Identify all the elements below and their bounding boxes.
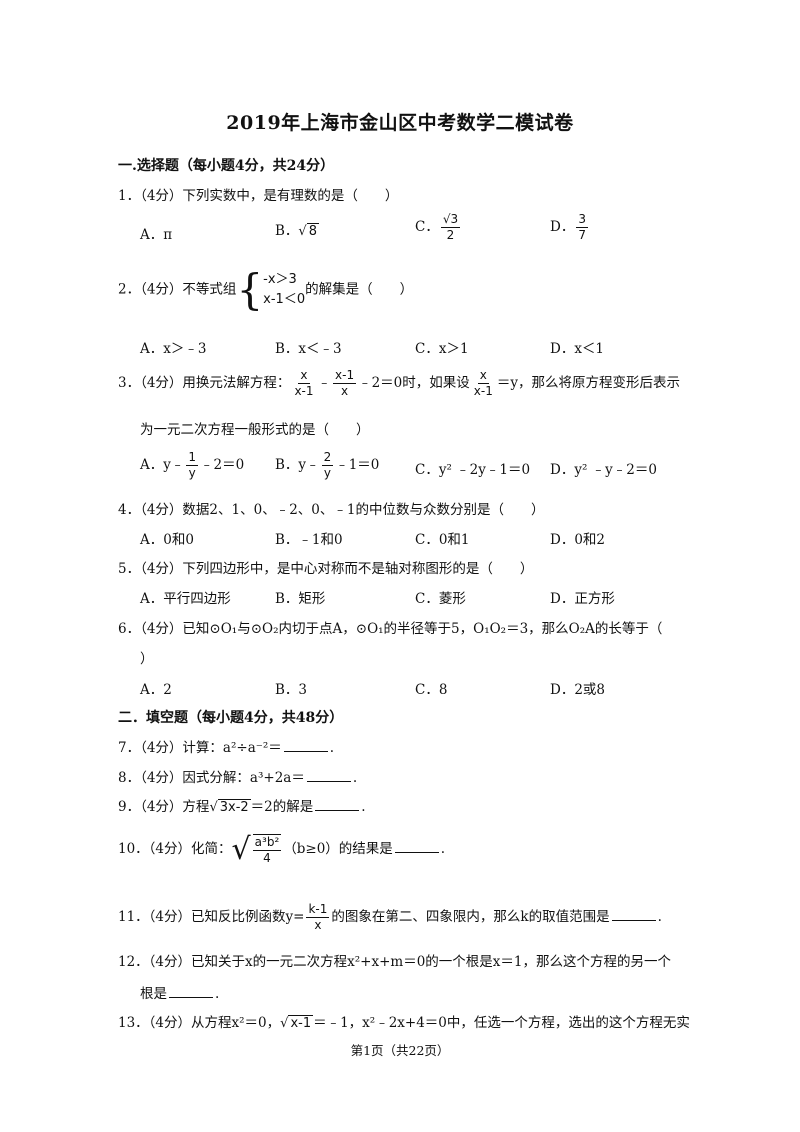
section-heading-fill: 二．填空题（每小题4分，共48分） xyxy=(118,710,344,726)
question-5-stem: 5．（4分）下列四边形中，是中心对称而不是轴对称图形的是（ ） xyxy=(118,561,534,577)
q5-option-c: C．菱形 xyxy=(415,591,466,607)
q5-option-b: B．矩形 xyxy=(275,591,326,607)
answer-blank xyxy=(611,908,656,921)
q3-option-d: D．y² ﹣y﹣2＝0 xyxy=(550,462,657,478)
q1-option-a: A．π xyxy=(140,227,173,243)
page-title: 2019年上海市金山区中考数学二模试卷 xyxy=(226,112,574,134)
q5-option-d: D．正方形 xyxy=(550,591,615,607)
q2-option-a: A．x＞﹣3 xyxy=(140,341,207,357)
question-6-stem: 6．（4分）已知⊙O₁与⊙O₂内切于点A，⊙O₁的半径等于5，O₁O₂＝3，那么… xyxy=(118,621,663,637)
q6-option-c: C．8 xyxy=(415,682,448,698)
q6-option-b: B．3 xyxy=(275,682,308,698)
question-6-line2: ） xyxy=(140,651,154,667)
q4-option-c: C．0和1 xyxy=(415,532,470,548)
q4-option-a: A．0和0 xyxy=(140,532,194,548)
question-12-line1: 12．（4分）已知关于x的一元二次方程x²+x+m＝0的一个根是x＝1，那么这个… xyxy=(118,954,671,970)
answer-blank xyxy=(315,798,360,811)
question-3-line2: 为一元二次方程一般形式的是（ ） xyxy=(140,422,370,438)
answer-blank xyxy=(283,739,328,752)
q2-option-c: C．x＞1 xyxy=(415,341,469,357)
question-7: 7．（4分）计算：a²÷a⁻²＝. xyxy=(118,739,335,756)
question-4-stem: 4．（4分）数据2、1、0、﹣2、0、﹣1的中位数与众数分别是（ ） xyxy=(118,502,545,518)
question-13: 13．（4分）从方程x²＝0，√x-1＝﹣1，x²﹣2x+4＝0中，任选一个方程… xyxy=(118,1015,690,1031)
question-12-line2: 根是. xyxy=(140,985,220,1002)
question-1-stem: 1．（4分）下列实数中，是有理数的是（ ） xyxy=(118,188,399,204)
q5-option-a: A．平行四边形 xyxy=(140,591,231,607)
question-8: 8．（4分）因式分解：a³+2a＝. xyxy=(118,769,358,786)
q1-option-b: B．√8 xyxy=(275,223,319,239)
q6-option-a: A．2 xyxy=(140,682,172,698)
question-9: 9．（4分）方程√3x-2＝2的解是. xyxy=(118,798,366,815)
answer-blank xyxy=(306,769,351,782)
q2-option-d: D．x＜1 xyxy=(550,341,605,357)
section-heading-choice: 一.选择题（每小题4分，共24分） xyxy=(118,158,335,174)
page-footer: 第1页（共22页） xyxy=(350,1043,450,1058)
q3-option-c: C．y² ﹣2y﹣1＝0 xyxy=(415,462,531,478)
q4-option-d: D．0和2 xyxy=(550,532,606,548)
q2-option-b: B．x＜﹣3 xyxy=(275,341,342,357)
q6-option-d: D．2或8 xyxy=(550,682,606,698)
answer-blank xyxy=(394,840,439,853)
q4-option-b: B．﹣1和0 xyxy=(275,532,343,548)
answer-blank xyxy=(169,985,213,998)
